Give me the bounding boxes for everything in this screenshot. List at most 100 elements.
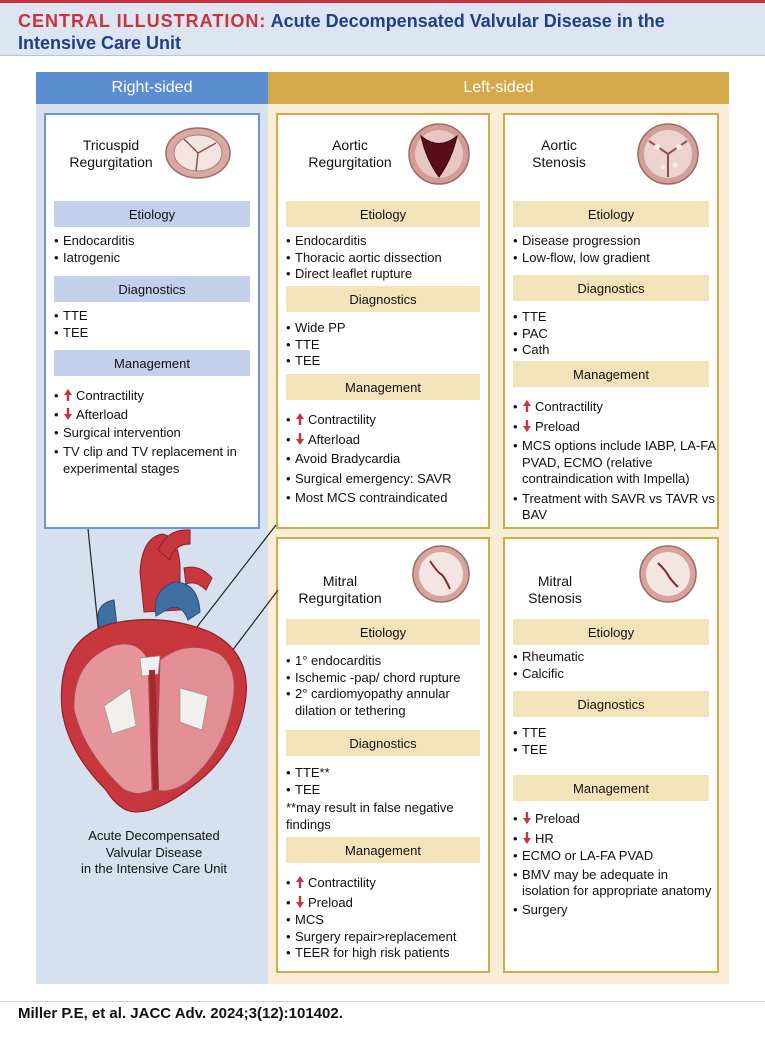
mr-management-header: Management [286, 837, 480, 863]
tr-etiology-header: Etiology [54, 201, 250, 227]
as-etiology-item: Low-flow, low gradient [513, 250, 717, 267]
arrow-up-icon [523, 400, 531, 412]
heart-illustration [60, 529, 247, 813]
left-sided-header: Left-sided [268, 72, 729, 104]
as-diagnostics-header: Diagnostics [513, 275, 709, 301]
ms-diagnostics-item: TEE [513, 742, 717, 759]
mitral-valve-regurgitation-icon [412, 545, 470, 603]
tr-diagnostics-header: Diagnostics [54, 276, 250, 302]
ar-etiology-item: Direct leaflet rupture [286, 266, 486, 283]
mitral-valve-stenosis-icon [639, 545, 697, 603]
ar-management-item: Avoid Bradycardia [286, 449, 486, 469]
ms-management-item: HR [513, 829, 717, 849]
ms-management-header: Management [513, 775, 709, 801]
arrow-down-icon [523, 812, 531, 824]
ar-etiology-header: Etiology [286, 201, 480, 227]
mr-etiology-item: 2° cardiomyopathy annular dilation or te… [286, 686, 486, 719]
citation: Miller P.E, et al. JACC Adv. 2024;3(12):… [18, 1005, 343, 1022]
ar-management-list: Contractility Afterload Avoid Bradycardi… [286, 410, 486, 508]
mr-diagnostics-item: TEE [286, 782, 486, 799]
tr-management-list: Contractility Afterload Surgical interve… [54, 386, 254, 477]
as-management-item: MCS options include IABP, LA-FA PVAD, EC… [513, 438, 717, 488]
as-etiology-header: Etiology [513, 201, 709, 227]
tr-etiology-list: Endocarditis Iatrogenic [54, 233, 254, 266]
tr-management-item: Afterload [54, 405, 254, 424]
mr-diagnostics-list: TTE** TEE **may result in false negative… [286, 765, 486, 833]
mr-management-list: Contractility Preload MCS Surgery repair… [286, 873, 486, 962]
as-management-list: Contractility Preload MCS options includ… [513, 397, 717, 524]
ar-management-header: Management [286, 374, 480, 400]
ar-management-item: Afterload [286, 430, 486, 450]
ar-etiology-list: Endocarditis Thoracic aortic dissection … [286, 233, 486, 283]
ar-management-item: Surgical emergency: SAVR [286, 469, 486, 489]
as-etiology-item: Disease progression [513, 233, 717, 250]
arrow-up-icon [296, 876, 304, 888]
mr-diagnostics-header: Diagnostics [286, 730, 480, 756]
tr-diagnostics-item: TEE [54, 325, 254, 342]
arrow-down-icon [523, 419, 531, 432]
ms-diagnostics-header: Diagnostics [513, 691, 709, 717]
as-management-item: Contractility [513, 397, 717, 417]
mr-diagnostics-item: TTE** [286, 765, 486, 782]
tr-management-header: Management [54, 350, 250, 376]
arrow-down-icon [296, 432, 304, 445]
ms-etiology-list: Rheumatic Calcific [513, 649, 717, 682]
heart-caption: Acute Decompensated Valvular Disease in … [81, 828, 227, 876]
ms-management-item: BMV may be adequate in isolation for app… [513, 867, 717, 900]
as-diagnostics-item: TTE [513, 309, 717, 326]
mr-etiology-list: 1° endocarditis Ischemic -pap/ chord rup… [286, 653, 486, 719]
tr-management-item: Surgical intervention [54, 424, 254, 441]
mr-management-item: Contractility [286, 873, 486, 893]
mr-etiology-item: Ischemic -pap/ chord rupture [286, 670, 486, 687]
mr-etiology-header: Etiology [286, 619, 480, 645]
ar-management-item: Most MCS contraindicated [286, 488, 486, 508]
tr-diagnostics-item: TTE [54, 308, 254, 325]
as-diagnostics-item: Cath [513, 342, 717, 359]
ms-etiology-header: Etiology [513, 619, 709, 645]
arrow-up-icon [64, 389, 72, 401]
aortic-valve-regurgitation-icon [408, 123, 470, 185]
tr-etiology-item: Iatrogenic [54, 250, 254, 267]
ms-management-list: Preload HR ECMO or LA-FA PVAD BMV may be… [513, 809, 717, 918]
aortic-valve-stenosis-icon [637, 123, 699, 185]
ar-etiology-item: Endocarditis [286, 233, 486, 250]
ms-etiology-item: Rheumatic [513, 649, 717, 666]
tricuspid-valve-icon [165, 127, 231, 179]
ms-management-item: Preload [513, 809, 717, 829]
mr-management-item: TEER for high risk patients [286, 945, 486, 962]
figure-header: CENTRAL ILLUSTRATION: Acute Decompensate… [0, 0, 765, 56]
ms-etiology-item: Calcific [513, 666, 717, 683]
ar-diagnostics-item: TEE [286, 353, 486, 370]
as-etiology-list: Disease progression Low-flow, low gradie… [513, 233, 717, 266]
mr-management-item: Surgery repair>replacement [286, 929, 486, 946]
arrow-up-icon [296, 413, 304, 425]
ms-management-item: ECMO or LA-FA PVAD [513, 848, 717, 865]
tr-diagnostics-list: TTE TEE [54, 308, 254, 341]
tr-management-item: TV clip and TV replacement in experiment… [54, 444, 254, 477]
ms-management-item: Surgery [513, 902, 717, 919]
mr-management-item: MCS [286, 912, 486, 929]
tr-etiology-item: Endocarditis [54, 233, 254, 250]
title-main: Acute Decompensated Valvular Disease in … [270, 11, 665, 31]
ms-diagnostics-item: TTE [513, 725, 717, 742]
ar-management-item: Contractility [286, 410, 486, 430]
ms-diagnostics-list: TTE TEE [513, 725, 717, 758]
as-diagnostics-list: TTE PAC Cath [513, 309, 717, 359]
as-diagnostics-item: PAC [513, 326, 717, 343]
figure-title: CENTRAL ILLUSTRATION: Acute Decompensate… [18, 10, 747, 54]
as-management-item: Preload [513, 417, 717, 437]
as-management-header: Management [513, 361, 709, 387]
right-sided-header: Right-sided [36, 72, 268, 104]
ar-diagnostics-item: Wide PP [286, 320, 486, 337]
arrow-down-icon [296, 895, 304, 908]
